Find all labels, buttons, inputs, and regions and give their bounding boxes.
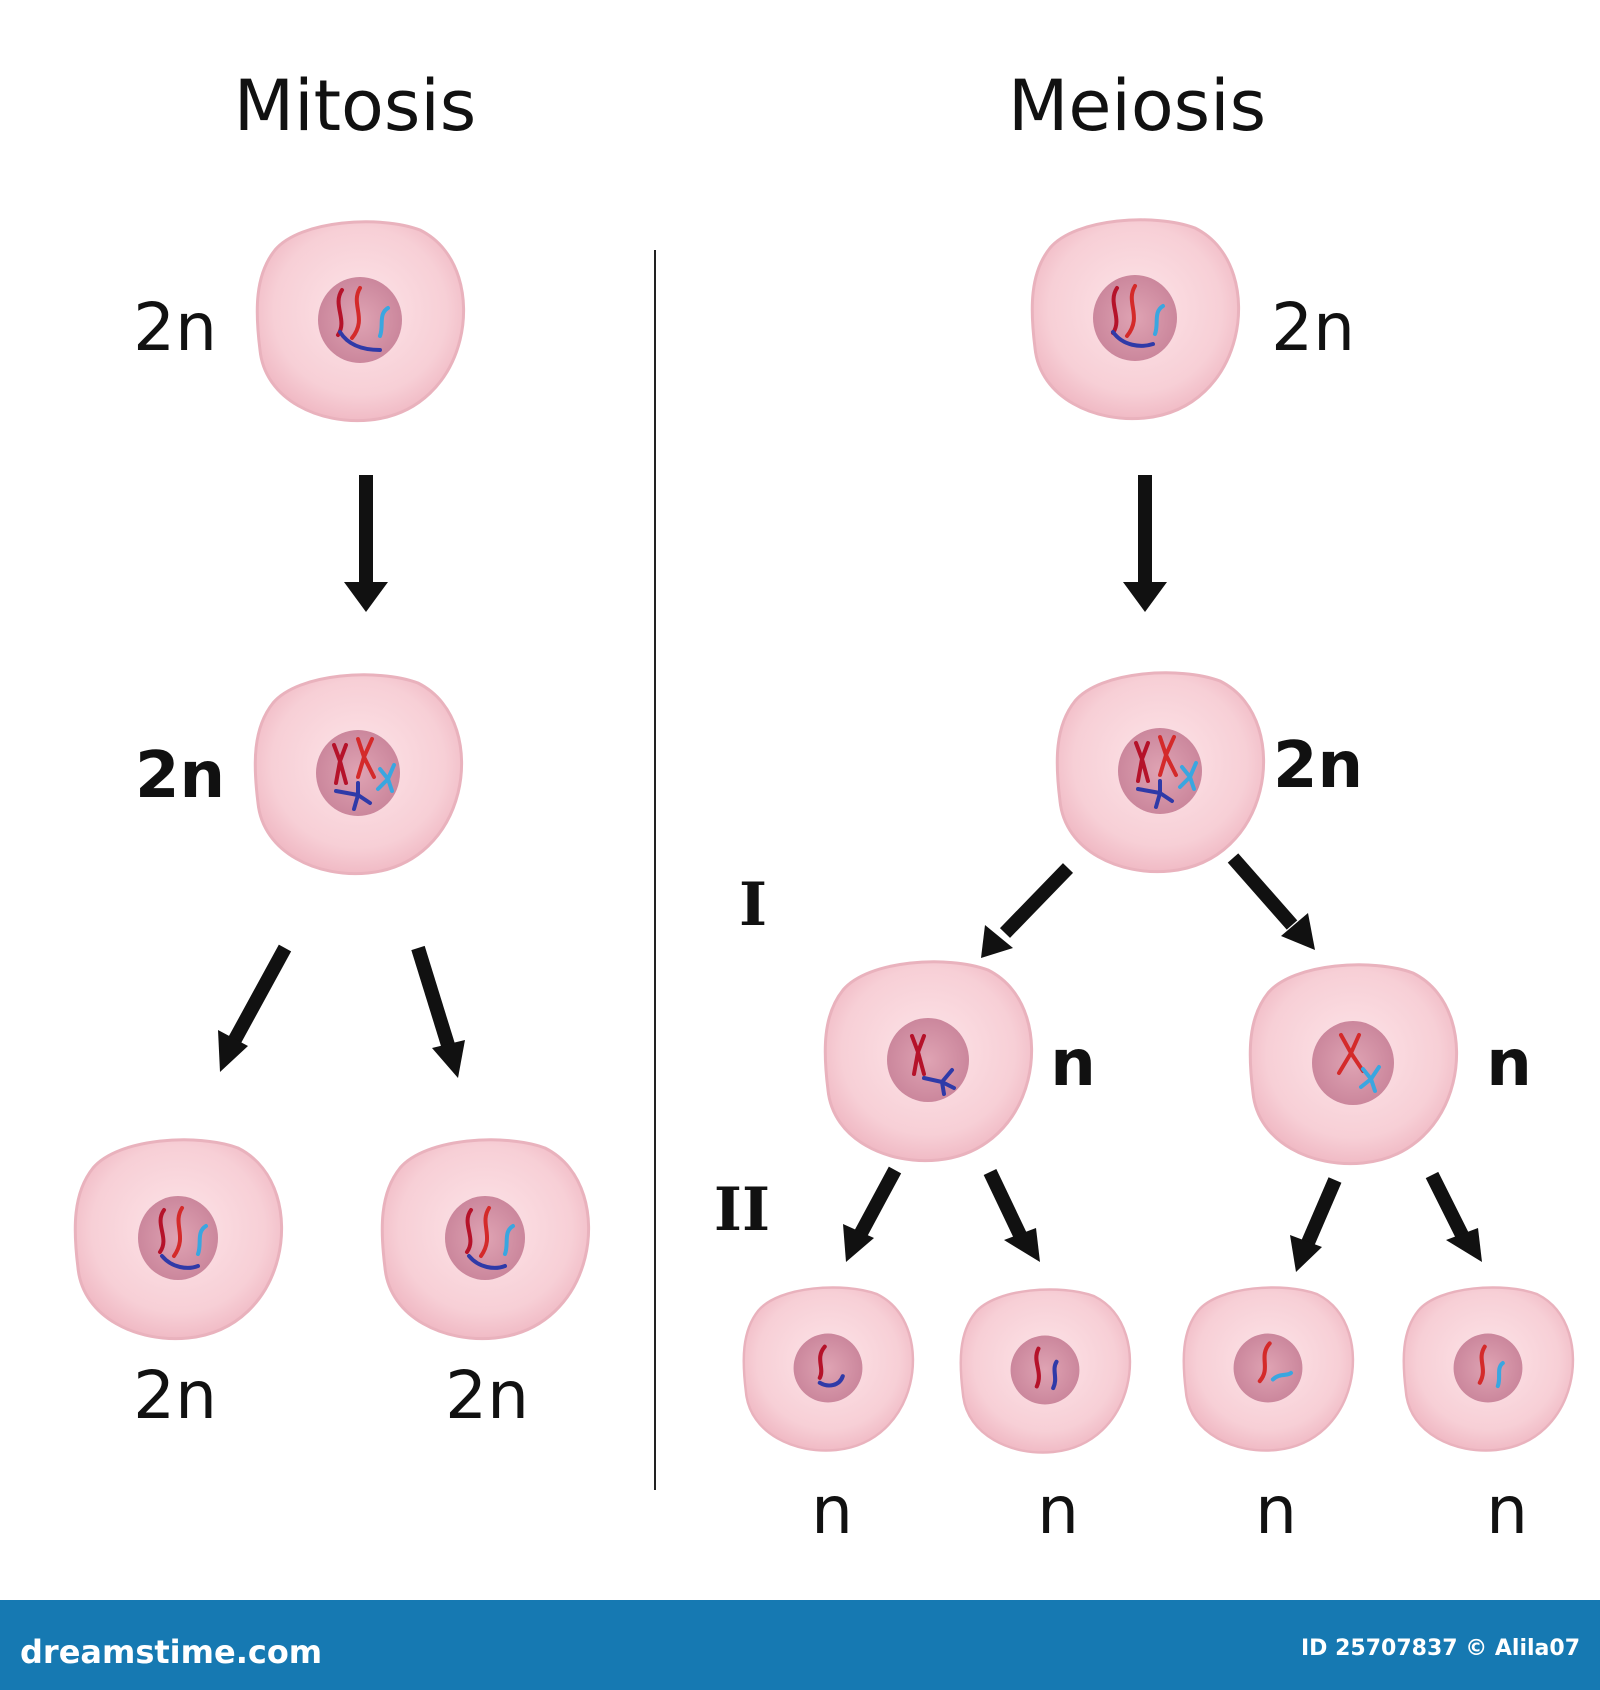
meiosis-parent-cell [1032,220,1238,419]
meiosis-heading: Meiosis [1008,65,1266,147]
meiosis1-ploidy-2: n [1486,1027,1532,1101]
meiosis1-daughter-cell-2 [1250,965,1456,1164]
meiosis-parent-ploidy: 2n [1271,289,1355,366]
footer-credit: ID 25707837 © Alila07 [1301,1636,1580,1661]
arrow-down-right-icon [1432,1175,1482,1262]
arrow-down-right-icon [1233,858,1315,950]
nucleus [1454,1334,1523,1403]
arrow-down-icon [1123,475,1167,612]
arrow-down-left-icon [981,868,1068,958]
arrow-down-right-icon [990,1172,1040,1262]
gamete-cell-1 [744,1287,913,1450]
arrow-down-right-icon [418,948,465,1078]
nucleus [794,1334,863,1403]
meiosis-division-II-label: II [714,1175,770,1245]
nucleus [1011,1336,1080,1405]
mitosis-parent-cell [257,222,463,421]
mitosis-heading: Mitosis [234,65,477,147]
arrow-down-left-icon [218,948,285,1072]
gamete-ploidy-4: n [1486,1472,1528,1549]
gamete-cell-2 [961,1289,1130,1452]
meiosis1-ploidy-1: n [1050,1027,1096,1101]
mitosis-daughter-ploidy-2: 2n [445,1357,529,1434]
arrow-down-left-icon [1290,1180,1335,1272]
meiosis-replicated-cell [1057,673,1263,872]
mitosis-replicated-cell [255,675,461,874]
meiosis1-daughter-cell-1 [825,962,1031,1161]
gamete-ploidy-2: n [1037,1472,1079,1549]
footer-site-logo: dreamstime.com [20,1633,322,1671]
gamete-ploidy-3: n [1255,1472,1297,1549]
mitosis-daughter-cell-2 [382,1140,588,1339]
nucleus [1312,1021,1394,1105]
mitosis-replicated-ploidy: 2n [135,739,225,813]
meiosis-replicated-ploidy: 2n [1273,729,1363,803]
mitosis-parent-ploidy: 2n [133,289,217,366]
arrow-down-icon [344,475,388,612]
nucleus [887,1018,969,1102]
gamete-cell-4 [1404,1287,1573,1450]
gamete-cell-3 [1184,1287,1353,1450]
meiosis-division-I-label: I [739,870,767,940]
gamete-ploidy-1: n [811,1472,853,1549]
arrow-down-left-icon [843,1170,895,1262]
mitosis-daughter-cell-1 [75,1140,281,1339]
mitosis-daughter-ploidy-1: 2n [133,1357,217,1434]
